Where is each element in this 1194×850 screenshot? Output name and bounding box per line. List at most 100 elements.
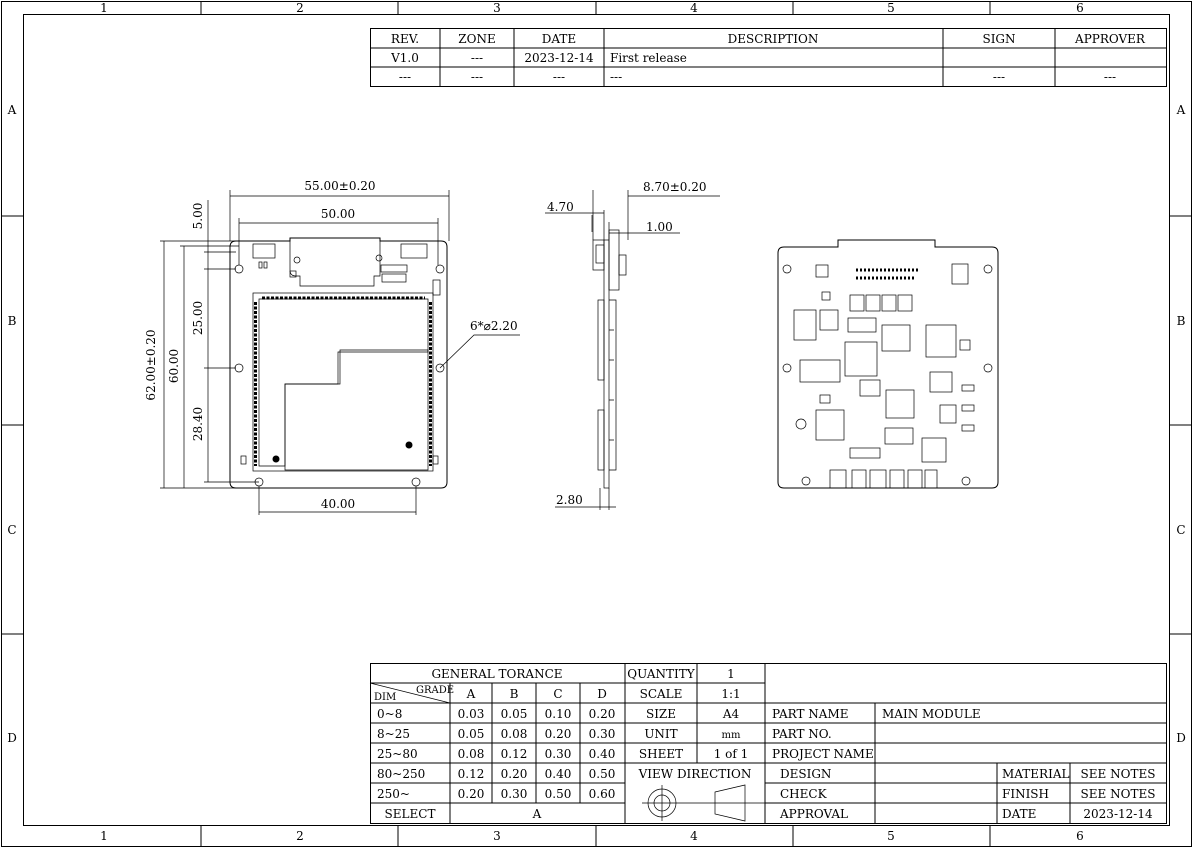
select-value: A (532, 807, 542, 821)
unit-value: mm (722, 730, 741, 741)
svg-text:---: --- (993, 70, 1005, 84)
tolerance-value: 0.30 (589, 727, 616, 741)
tolerance-range: 80~250 (377, 767, 425, 781)
zone-col-1: 1 (100, 1, 108, 15)
tolerance-value: 0.05 (501, 707, 528, 721)
tolerance-value: 0.08 (458, 747, 485, 761)
sheet-value: 1 of 1 (714, 747, 749, 761)
date-header: DATE (542, 32, 576, 46)
revision-row: --- --- --- --- --- --- (399, 70, 1116, 84)
scale-label: SCALE (640, 687, 683, 701)
tolerance-value: 0.30 (545, 747, 572, 761)
tolerance-value: 0.12 (501, 747, 528, 761)
tolerance-value: 0.60 (589, 787, 616, 801)
zone-row-d: D (1176, 731, 1186, 745)
svg-text:---: --- (1104, 70, 1116, 84)
tolerance-value: 0.30 (501, 787, 528, 801)
zone-header: ZONE (458, 32, 495, 46)
description-header: DESCRIPTION (728, 32, 819, 46)
material-value: SEE NOTES (1081, 767, 1156, 781)
tolerance-value: 0.10 (545, 707, 572, 721)
side-view: 8.70±0.20 4.70 1.00 2.80 (545, 180, 720, 510)
zone-labels-top: 1 2 3 4 5 6 (100, 1, 1084, 15)
zone-col-3: 3 (493, 1, 501, 15)
tolerance-value: 0.50 (589, 767, 616, 781)
quantity-value: 1 (727, 667, 735, 681)
dim-label: DIM (374, 692, 396, 703)
view-direction-label: VIEW DIRECTION (638, 767, 752, 781)
svg-text:---: --- (399, 70, 411, 84)
svg-text:2023-12-14: 2023-12-14 (524, 51, 594, 65)
unit-label: UNIT (644, 727, 677, 741)
tolerance-value: 0.20 (545, 727, 572, 741)
design-label: DESIGN (780, 767, 831, 781)
dim-mid-spacing: 25.00 (191, 301, 205, 335)
grade-b: B (510, 687, 519, 701)
quantity-label: QUANTITY (627, 667, 695, 681)
sign-header: SIGN (982, 32, 1015, 46)
zone-row-d: D (7, 731, 17, 745)
tolerance-range: 25~80 (377, 747, 418, 761)
dim-lower-spacing: 28.40 (191, 407, 205, 441)
finish-value: SEE NOTES (1081, 787, 1156, 801)
front-view: 55.00±0.20 50.00 40.00 62.00±0.20 60.00 … (144, 179, 520, 515)
zone-row-c: C (7, 523, 16, 537)
mounting-hole (234, 254, 445, 487)
dim-thickness-total: 8.70±0.20 (643, 180, 707, 194)
dim-hole-spacing-bottom: 40.00 (321, 497, 355, 511)
zone-row-c: C (1176, 523, 1185, 537)
tolerance-row: 25~80 0.08 0.12 0.30 0.40 (377, 747, 615, 761)
svg-text:---: --- (553, 70, 565, 84)
tolerance-range: 0~8 (377, 707, 402, 721)
tolerance-value: 0.40 (589, 747, 616, 761)
zone-col-5: 5 (887, 829, 895, 843)
grade-a: A (466, 687, 476, 701)
date-label: DATE (1002, 807, 1036, 821)
part-name-label: PART NAME (772, 707, 849, 721)
date-value: 2023-12-14 (1083, 807, 1153, 821)
approver-header: APPROVER (1074, 32, 1146, 46)
svg-text:V1.0: V1.0 (390, 51, 419, 65)
tolerance-value: 0.20 (589, 707, 616, 721)
check-label: CHECK (780, 787, 828, 801)
dim-pcb: 1.00 (646, 220, 673, 234)
zone-col-4: 4 (690, 1, 698, 15)
svg-text:---: --- (471, 51, 483, 65)
dim-thickness-bottom: 2.80 (556, 493, 583, 507)
module-pads (254, 296, 432, 466)
zone-col-4: 4 (690, 829, 698, 843)
rev-header: REV. (391, 32, 419, 46)
revision-table: REV. ZONE DATE DESCRIPTION SIGN APPROVER… (370, 28, 1167, 87)
zone-col-6: 6 (1076, 1, 1084, 15)
tolerance-row: 0~8 0.03 0.05 0.10 0.20 (377, 707, 615, 721)
tolerance-value: 0.08 (501, 727, 528, 741)
tolerance-range: 250~ (377, 787, 410, 801)
tolerance-value: 0.03 (458, 707, 485, 721)
zone-row-a: A (1176, 103, 1186, 117)
part-name-value: MAIN MODULE (882, 707, 981, 721)
tolerance-title: GENERAL TORANCE (431, 667, 562, 681)
zone-col-5: 5 (887, 1, 895, 15)
tolerance-range: 8~25 (377, 727, 410, 741)
zone-col-2: 2 (296, 829, 304, 843)
approval-label: APPROVAL (779, 807, 848, 821)
size-label: SIZE (646, 707, 676, 721)
dim-top-offset: 5.00 (191, 203, 205, 230)
zone-row-b: B (8, 314, 17, 328)
part-no-label: PART NO. (772, 727, 832, 741)
tolerance-value: 0.50 (545, 787, 572, 801)
select-label: SELECT (385, 807, 436, 821)
tolerance-value: 0.20 (501, 767, 528, 781)
revision-row: V1.0 --- 2023-12-14 First release (390, 51, 687, 65)
zone-col-3: 3 (493, 829, 501, 843)
grade-label: GRADE (416, 685, 454, 696)
zone-labels-bottom: 1 2 3 4 5 6 (100, 829, 1084, 843)
grade-d: D (597, 687, 607, 701)
dim-hole-callout: 6*⌀2.20 (470, 319, 518, 333)
